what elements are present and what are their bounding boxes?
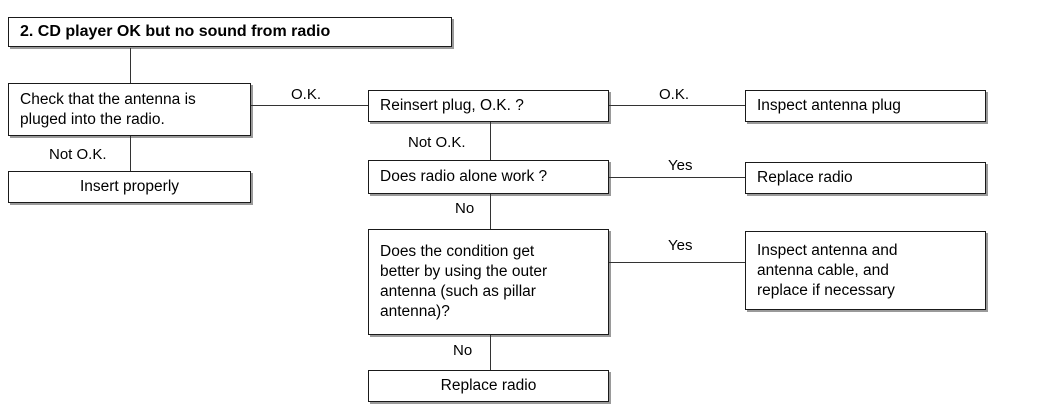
connector-reinsert-to-inspect-plug [609,105,746,106]
connector-check-to-insert [130,136,131,172]
node-replace-radio-top-text: Replace radio [757,169,853,186]
node-check-antenna: Check that the antenna is pluged into th… [8,83,251,136]
edge-label-outer-yes: Yes [668,237,693,254]
edge-label-check-ok: O.K. [291,86,322,103]
node-inspect-antenna-plug-text: Inspect antenna plug [757,97,901,114]
connector-outer-to-replace-bottom [490,335,491,371]
node-inspect-antenna-plug: Inspect antenna plug [745,90,986,122]
connector-radio-to-outer [490,194,491,229]
connector-outer-to-inspect-cable [609,262,746,263]
connector-check-to-reinsert [251,105,369,106]
node-insert-properly: Insert properly [8,171,251,203]
node-title: 2. CD player OK but no sound from radio [8,17,452,47]
node-inspect-antenna-cable: Inspect antenna and antenna cable, and r… [745,231,986,310]
edge-label-radio-no: No [455,200,475,217]
connector-reinsert-to-radio [490,122,491,160]
node-outer-antenna-question: Does the condition get better by using t… [368,229,609,335]
node-outer-antenna-question-text: Does the condition get better by using t… [380,243,548,320]
node-reinsert-plug-text: Reinsert plug, O.K. ? [380,97,524,114]
node-reinsert-plug: Reinsert plug, O.K. ? [368,90,609,122]
node-radio-alone-work-text: Does radio alone work ? [380,168,548,185]
node-replace-radio-bottom: Replace radio [368,370,609,402]
edge-label-check-not-ok: Not O.K. [49,146,107,163]
node-radio-alone-work: Does radio alone work ? [368,160,609,194]
node-replace-radio-bottom-text: Replace radio [440,377,537,394]
node-insert-properly-text: Insert properly [79,178,180,195]
connector-title-down [130,48,131,69]
edge-label-reinsert-ok: O.K. [659,86,690,103]
node-title-text: 2. CD player OK but no sound from radio [20,23,331,40]
edge-label-radio-yes: Yes [668,157,693,174]
edge-label-outer-no: No [453,342,473,359]
node-inspect-antenna-cable-text: Inspect antenna and antenna cable, and r… [757,241,898,299]
connector-title-to-check [130,69,131,84]
node-check-antenna-text: Check that the antenna is pluged into th… [20,90,196,128]
edge-label-reinsert-not-ok: Not O.K. [408,134,466,151]
connector-radio-to-replace [609,177,746,178]
node-replace-radio-top: Replace radio [745,162,986,194]
